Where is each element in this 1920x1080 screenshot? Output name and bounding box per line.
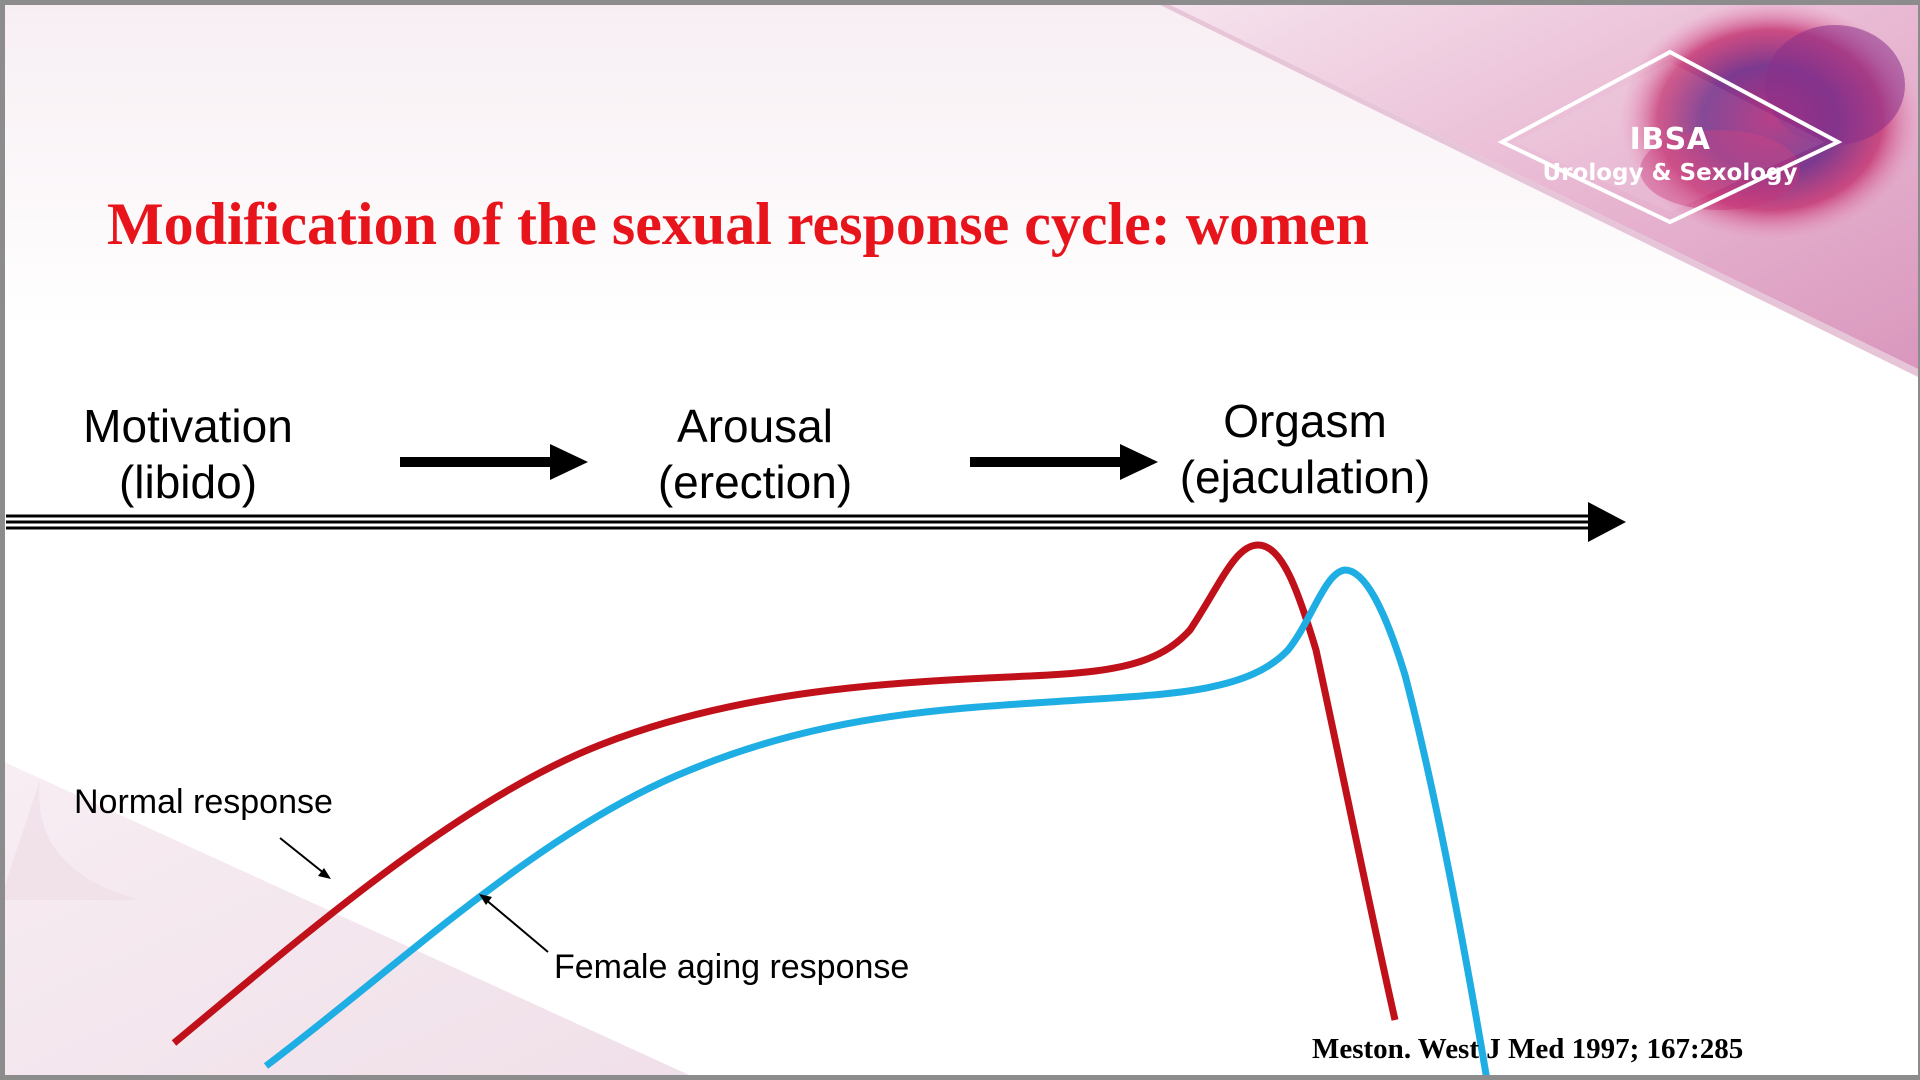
phase-arousal-detail: (erection) [657, 456, 853, 508]
timeline-axis [6, 502, 1626, 542]
phase-orgasm-name: Orgasm [1223, 395, 1387, 447]
axis-arrowhead-icon [1588, 502, 1626, 542]
logo-subtitle: Urology & Sexology [1542, 160, 1798, 186]
citation: Meston. West J Med 1997; 167:285 [1312, 1033, 1744, 1065]
normal-response-pointer [279, 837, 331, 879]
normal-response-curve [171, 541, 1399, 1046]
logo-name: IBSA [1629, 122, 1711, 157]
phase-orgasm: Orgasm (ejaculation) [1160, 393, 1450, 505]
slide-title: Modification of the sexual response cycl… [107, 191, 1370, 257]
phase-motivation-name: Motivation [83, 400, 293, 452]
phase-arousal-name: Arousal [677, 400, 833, 452]
ibsa-logo: IBSA Urology & Sexology [1490, 40, 1850, 230]
logo-diamond-icon [1497, 49, 1843, 225]
aging-response-pointer [479, 894, 549, 953]
aging-response-curve [263, 566, 1491, 1080]
arrow-right-icon [970, 444, 1158, 480]
phase-arousal: Arousal (erection) [640, 398, 870, 510]
arrow-right-icon [400, 444, 588, 480]
normal-response-label: Normal response [74, 783, 333, 821]
phase-motivation-detail: (libido) [118, 456, 258, 508]
phase-motivation: Motivation (libido) [68, 398, 308, 510]
aging-response-label: Female aging response [554, 948, 910, 986]
phase-orgasm-detail: (ejaculation) [1179, 451, 1431, 503]
